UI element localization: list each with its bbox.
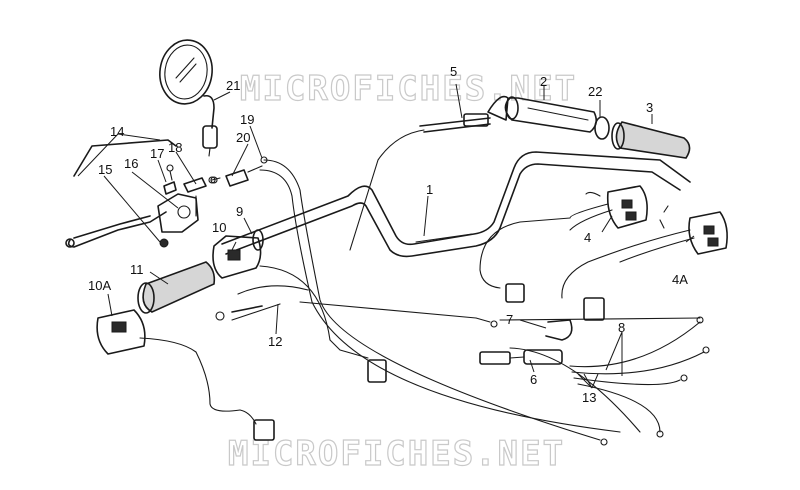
callout-4: 4 — [584, 230, 591, 245]
callout-19: 19 — [240, 112, 254, 127]
left-switch-10a — [96, 309, 275, 441]
callout-2: 2 — [540, 74, 547, 89]
throttle-cable-end — [349, 95, 509, 251]
callout-1: 1 — [426, 182, 433, 197]
callout-20: 20 — [236, 130, 250, 145]
clutch-lever-assembly — [65, 139, 221, 248]
callout-5: 5 — [450, 64, 457, 79]
callout-10a: 10A — [88, 278, 111, 293]
right-switch — [479, 185, 669, 303]
callout-4a: 4A — [672, 272, 688, 287]
callout-3: 3 — [646, 100, 653, 115]
callout-labels: 1 2 3 4 4A 5 6 7 8 9 10 10A 11 12 13 14 … — [88, 64, 688, 405]
ring-22 — [594, 116, 610, 140]
ring-9 — [252, 229, 264, 251]
clip-7 — [545, 319, 573, 341]
callout-7: 7 — [506, 312, 513, 327]
callout-6: 6 — [530, 372, 537, 387]
left-switch — [212, 235, 262, 279]
mirror — [159, 39, 218, 157]
callout-9: 9 — [236, 204, 243, 219]
callout-12: 12 — [268, 334, 282, 349]
callout-18: 18 — [168, 140, 182, 155]
right-grip — [611, 121, 691, 159]
callout-16: 16 — [124, 156, 138, 171]
callout-11: 11 — [130, 262, 144, 277]
callout-13: 13 — [582, 390, 596, 405]
callout-8: 8 — [618, 320, 625, 335]
callout-21: 21 — [226, 78, 240, 93]
leader-lines — [77, 83, 695, 389]
callout-10: 10 — [212, 220, 226, 235]
callout-14: 14 — [110, 124, 124, 139]
fitting-6 — [479, 349, 563, 365]
throttle-cables — [569, 316, 710, 438]
choke-cable — [215, 265, 387, 383]
callout-15: 15 — [98, 162, 112, 177]
handlebar — [221, 151, 691, 258]
throttle-sleeve — [504, 96, 598, 133]
callout-22: 22 — [588, 84, 602, 99]
watermark-top: MICROFICHES.NET — [240, 69, 577, 109]
cables — [259, 159, 701, 446]
callout-17: 17 — [150, 146, 164, 161]
watermark-bottom: MICROFICHES.NET — [228, 434, 565, 474]
right-switch-4a — [561, 211, 728, 321]
left-grip — [137, 261, 216, 314]
